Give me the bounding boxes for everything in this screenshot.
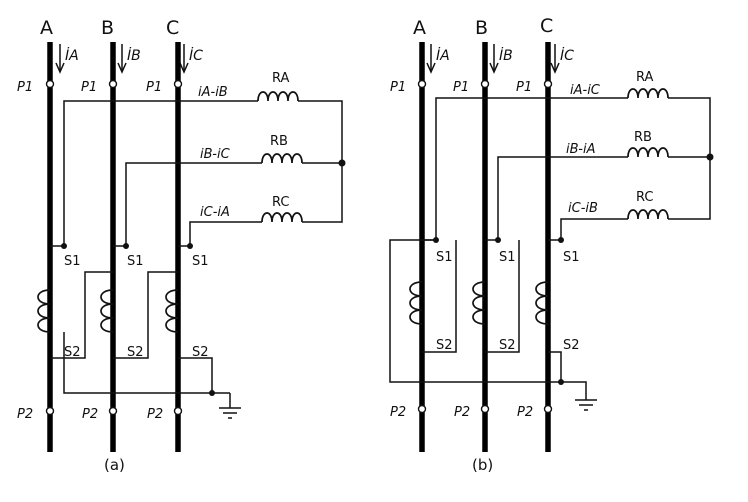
relay-name-rb: RB <box>270 134 288 149</box>
relay-coil-rc <box>627 209 669 220</box>
s1-label-b: S1 <box>127 254 144 269</box>
s1-label-b: S1 <box>499 250 516 265</box>
terminal-p1-b <box>108 79 118 89</box>
relay-current-rb: iB-iC <box>200 147 231 162</box>
junction-dot-a5 <box>209 390 215 396</box>
terminal-p2-label-a: P2 <box>390 405 406 420</box>
terminal-p2-label-a: P2 <box>17 407 33 422</box>
terminal-p2-c <box>173 406 183 416</box>
phase-current-label-b: İB <box>127 46 141 64</box>
relay-coil-ra <box>627 88 669 99</box>
s2-label-c: S2 <box>563 338 580 353</box>
relay-current-rb: iB-iA <box>566 142 596 157</box>
relay-current-rc: iC-iA <box>200 205 230 220</box>
relay-name-ra: RA <box>272 71 290 86</box>
junction-dot-a2 <box>61 243 67 249</box>
terminal-p1-label-c: P1 <box>516 80 532 95</box>
s2-label-c: S2 <box>192 345 209 360</box>
s2-label-b: S2 <box>127 345 144 360</box>
phase-label-a: A <box>413 17 426 39</box>
ct-coil-b <box>472 281 486 325</box>
s1-label-a: S1 <box>64 254 81 269</box>
terminal-p2-b <box>108 406 118 416</box>
phase-label-a: A <box>40 17 53 39</box>
relay-coil-rc <box>261 212 303 223</box>
terminal-p2-label-c: P2 <box>517 405 533 420</box>
s1-label-c: S1 <box>563 250 580 265</box>
phase-label-c: C <box>166 17 179 39</box>
terminal-p2-b <box>480 404 490 414</box>
junction-dot-b5 <box>558 379 564 385</box>
relay-name-rb: RB <box>634 130 652 145</box>
phase-label-b: B <box>475 17 488 39</box>
terminal-p1-c <box>173 79 183 89</box>
s1-label-a: S1 <box>436 250 453 265</box>
caption-a: (a) <box>104 456 125 474</box>
relay-current-ra: iA-iC <box>570 83 601 98</box>
phase-current-arrow-b: İB <box>489 44 513 74</box>
terminal-p2-label-c: P2 <box>147 407 163 422</box>
relay-name-rc: RC <box>272 195 289 210</box>
wiring-a <box>50 100 343 419</box>
relay-current-rc: iC-iB <box>568 201 598 216</box>
terminal-p1-label-a: P1 <box>17 80 33 95</box>
relay-name-rc: RC <box>636 190 653 205</box>
phase-current-label-a: İA <box>65 46 79 64</box>
relay-current-ra: iA-iB <box>198 85 228 100</box>
ct-coil-a <box>37 289 51 333</box>
terminal-p2-label-b: P2 <box>82 407 98 422</box>
s2-label-a: S2 <box>436 338 453 353</box>
phase-label-c: C <box>540 15 553 37</box>
phase-label-b: B <box>101 17 114 39</box>
terminal-p2-c <box>543 404 553 414</box>
junction-dot-a3 <box>123 243 129 249</box>
phase-current-arrow-c: İC <box>550 44 574 74</box>
terminal-p1-label-b: P1 <box>81 80 97 95</box>
relay-coil-rb <box>261 153 303 164</box>
relay-name-ra: RA <box>636 70 654 85</box>
terminal-p2-a <box>45 406 55 416</box>
diagram-b: A B C İA İB İC P1 P1 P1 P2 P2 P2 <box>389 15 714 474</box>
terminal-p1-label-c: P1 <box>146 80 162 95</box>
ct-coil-b <box>100 289 114 333</box>
s2-label-a: S2 <box>64 345 81 360</box>
s2-label-b: S2 <box>499 338 516 353</box>
phase-current-label-c: İC <box>560 46 574 64</box>
junction-dot-a1 <box>338 159 346 167</box>
ct-coil-c <box>165 289 179 333</box>
relay-coil-ra <box>257 91 299 102</box>
phase-current-arrow-c: İC <box>179 44 203 74</box>
caption-b: (b) <box>472 456 493 474</box>
phase-current-arrow-b: İB <box>117 44 141 74</box>
diagram-a: A B C İA İB İC P1 P1 P1 P2 P2 <box>17 17 346 474</box>
terminal-p1-c <box>543 79 553 89</box>
relay-coil-rb <box>627 147 669 158</box>
junction-dot-a4 <box>187 243 193 249</box>
s1-label-c: S1 <box>192 254 209 269</box>
terminal-p1-a <box>417 79 427 89</box>
ct-coil-a <box>409 281 423 325</box>
junction-dot-b3 <box>495 237 501 243</box>
terminal-p1-label-a: P1 <box>390 80 406 95</box>
terminal-p2-a <box>417 404 427 414</box>
terminal-p1-a <box>45 79 55 89</box>
terminal-p2-label-b: P2 <box>454 405 470 420</box>
junction-dot-b2 <box>433 237 439 243</box>
wiring-b <box>389 97 711 411</box>
phase-current-label-c: İC <box>189 46 203 64</box>
phase-current-label-b: İB <box>499 46 513 64</box>
terminal-p1-b <box>480 79 490 89</box>
phase-current-label-a: İA <box>436 46 450 64</box>
terminal-p1-label-b: P1 <box>453 80 469 95</box>
phase-current-arrow-a: İA <box>426 44 450 74</box>
junction-dot-b4 <box>558 237 564 243</box>
ct-coil-c <box>535 281 549 325</box>
phase-current-arrow-a: İA <box>55 44 79 74</box>
junction-dot-b1 <box>706 153 714 161</box>
